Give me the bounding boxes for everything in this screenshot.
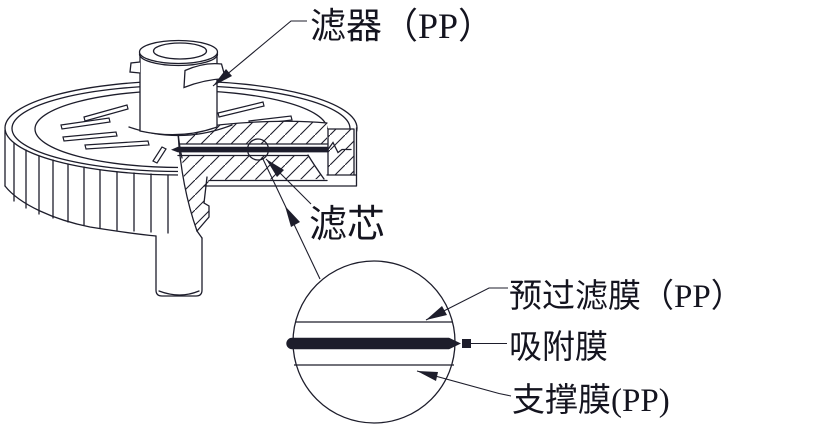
label-adsorption-membrane: 吸附膜 bbox=[509, 329, 608, 366]
leader-filter-core bbox=[265, 158, 312, 205]
outlet-port bbox=[155, 230, 203, 297]
membrane-line bbox=[171, 141, 352, 157]
luer-tab-left bbox=[129, 61, 141, 74]
leader-detail-projection bbox=[261, 156, 321, 280]
label-filter-core: 滤芯 bbox=[309, 204, 385, 246]
cut-fin bbox=[177, 132, 198, 232]
inlet-opening bbox=[152, 42, 208, 60]
label-filter-device: 滤器（PP） bbox=[310, 6, 494, 46]
label-support-membrane: 支撑膜(PP) bbox=[512, 382, 670, 419]
break-zigzag bbox=[327, 141, 352, 154]
filter-body-drawing bbox=[4, 39, 358, 297]
leader-prefilter-membrane bbox=[425, 287, 508, 321]
ribbed-side-wall bbox=[4, 129, 169, 237]
label-prefilter-membrane: 预过滤膜（PP） bbox=[509, 278, 744, 315]
detail-view bbox=[286, 260, 471, 424]
leader-lines bbox=[212, 20, 512, 397]
leader-filter-device bbox=[212, 20, 307, 87]
leader-support-membrane bbox=[416, 370, 512, 397]
adsorption-layer-band bbox=[286, 337, 461, 350]
inlet-port bbox=[128, 39, 233, 137]
detail-indicator-circle bbox=[246, 138, 270, 161]
labels: 滤器（PP） 滤芯 预过滤膜（PP） 吸附膜 支撑膜(PP) bbox=[309, 6, 744, 419]
